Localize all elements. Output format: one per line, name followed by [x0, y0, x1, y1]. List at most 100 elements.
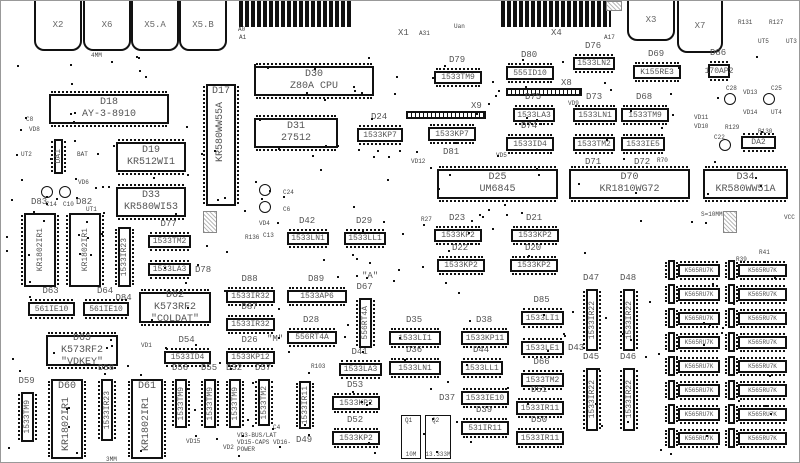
chip-d75: 1533LA3: [513, 105, 555, 125]
chip-ref: D83: [31, 197, 48, 207]
via-dot: [721, 332, 723, 334]
via-dot: [398, 269, 400, 271]
via-dot: [388, 156, 390, 158]
chip-d80: 555ID10: [506, 63, 554, 83]
chip-part: KR512WI1: [126, 157, 175, 168]
via-dot: [323, 259, 325, 261]
component-label: A0: [238, 26, 246, 33]
chip-ref: D45: [583, 352, 600, 362]
component-label: C14: [46, 201, 57, 208]
decoupling-capacitor: [665, 284, 678, 304]
via-dot: [103, 212, 105, 214]
chip-part: 1533IE10: [465, 393, 505, 403]
via-dot: [194, 409, 196, 411]
chip-d71: 1533TM2: [573, 134, 615, 154]
chip-d53: 1533KP2: [332, 393, 380, 413]
decoupling-capacitor: [725, 380, 738, 400]
component-label: C24: [283, 189, 294, 196]
via-dot: [717, 97, 719, 99]
chip-part: 555ID10: [513, 68, 547, 78]
via-dot: [185, 282, 187, 284]
via-dot: [466, 364, 468, 366]
via-dot: [738, 400, 740, 402]
via-dot: [230, 368, 232, 370]
via-dot: [522, 59, 524, 61]
chip-da1: DA1: [51, 139, 66, 174]
via-dot: [73, 121, 75, 123]
chip-part: K573RF2: [153, 301, 196, 313]
chip-d37: 1533IE10: [461, 388, 509, 408]
via-dot: [470, 441, 472, 443]
chip-part: 1533IR11: [520, 403, 560, 413]
via-dot: [670, 93, 672, 95]
via-dot: [46, 203, 48, 205]
chip-ref: D76: [585, 41, 602, 51]
chip-ref: D42: [299, 216, 316, 226]
via-dot: [140, 374, 142, 376]
component-label: UT3: [786, 38, 797, 45]
chip-ref: D32: [226, 363, 243, 373]
via-dot: [584, 252, 586, 254]
via-dot: [76, 452, 78, 454]
via-dot: [507, 387, 509, 389]
via-dot: [756, 56, 758, 58]
via-dot: [11, 199, 13, 201]
chip-ref: D33: [141, 190, 160, 201]
chip-ref: D50: [531, 415, 548, 425]
via-dot: [187, 174, 189, 176]
via-dot: [540, 123, 542, 125]
via-dot: [670, 453, 672, 455]
crystal-q1: 10M: [401, 415, 421, 459]
chip-d36: 1533LN1: [389, 358, 441, 378]
chip-part: 1533IE5: [626, 139, 660, 149]
via-dot: [19, 370, 21, 372]
via-dot: [733, 303, 735, 305]
chip-ref: D67: [356, 282, 373, 292]
chip-d66: 1533TM2: [521, 370, 564, 390]
chip-ref: D73: [586, 92, 603, 102]
via-dot: [495, 95, 497, 97]
component-label: C13: [263, 232, 274, 239]
chip-part: 1533IR22: [587, 380, 597, 419]
via-dot: [325, 145, 327, 147]
chip-ref: D25: [488, 172, 507, 183]
ram-chip: K565RU7K: [738, 357, 787, 376]
via-dot: [604, 82, 606, 84]
chip-part: 170AP2: [704, 66, 734, 76]
component-label: C4: [273, 424, 281, 431]
chip-part: 1533TM9: [230, 386, 240, 421]
capacitor-icon: [59, 186, 71, 198]
via-dot: [432, 418, 434, 420]
via-dot: [714, 161, 716, 163]
via-dot: [110, 339, 112, 341]
via-dot: [538, 174, 540, 176]
decoupling-capacitor: [725, 332, 738, 352]
component-label: VD8: [29, 126, 40, 133]
via-dot: [314, 68, 316, 70]
via-dot: [78, 234, 80, 236]
decoupling-capacitor: [665, 356, 678, 376]
chip-ref: D75: [525, 92, 542, 102]
via-dot: [75, 178, 77, 180]
capacitor-icon: [719, 139, 731, 151]
ram-chip: K565RU7K: [678, 357, 720, 376]
chip-part: 1533ID4: [513, 139, 547, 149]
component-label: R70: [657, 157, 668, 164]
via-dot: [259, 119, 261, 121]
chip-ref: D86: [710, 48, 727, 58]
chip-d29: 1533LL1: [344, 229, 386, 248]
chip-note: "VDKEY": [60, 356, 103, 368]
via-dot: [354, 90, 356, 92]
chip-part: 1533LA3: [152, 265, 187, 274]
chip-part: 1533KP2: [339, 433, 373, 443]
via-dot: [366, 404, 368, 406]
via-dot: [432, 77, 434, 79]
via-dot: [497, 155, 499, 157]
chip-part: 1533IR23: [102, 390, 112, 430]
chip-d50: 1533IR11: [516, 428, 564, 448]
via-dot: [563, 333, 565, 335]
via-dot: [456, 421, 458, 423]
chip-d64: 561IE10: [83, 299, 129, 319]
